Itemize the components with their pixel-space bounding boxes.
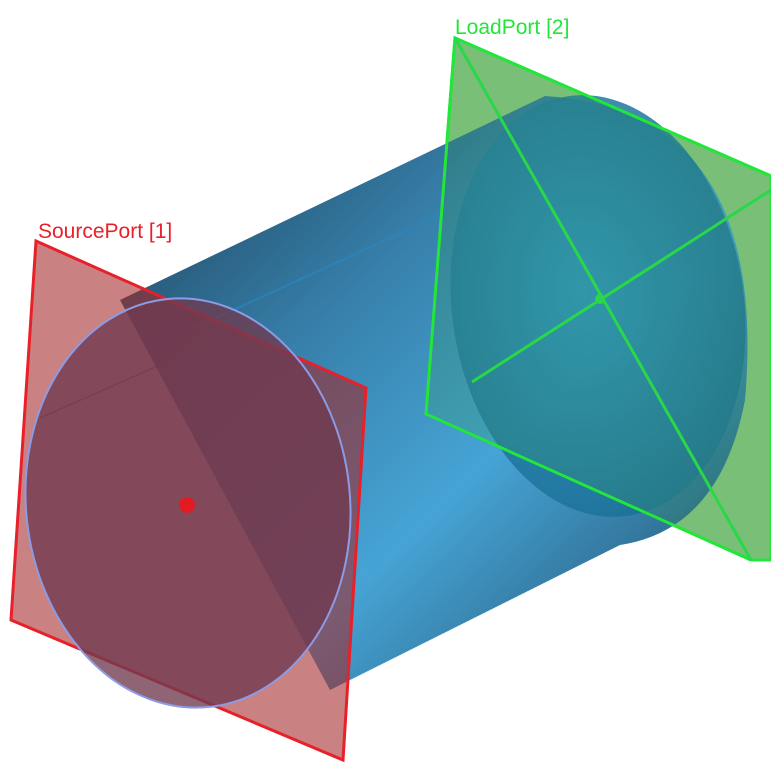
load-port-diagonal-2	[471, 188, 771, 384]
source-port[interactable]	[5, 238, 370, 763]
source-port-label: SourcePort [1]	[38, 220, 172, 243]
load-port-overlay	[424, 35, 771, 562]
load-port-label: LoadPort [2]	[455, 16, 569, 39]
cylinder-far-cap[interactable]	[424, 76, 771, 537]
load-port-center-point[interactable]	[595, 294, 605, 304]
source-port-center-point[interactable]	[179, 497, 195, 513]
